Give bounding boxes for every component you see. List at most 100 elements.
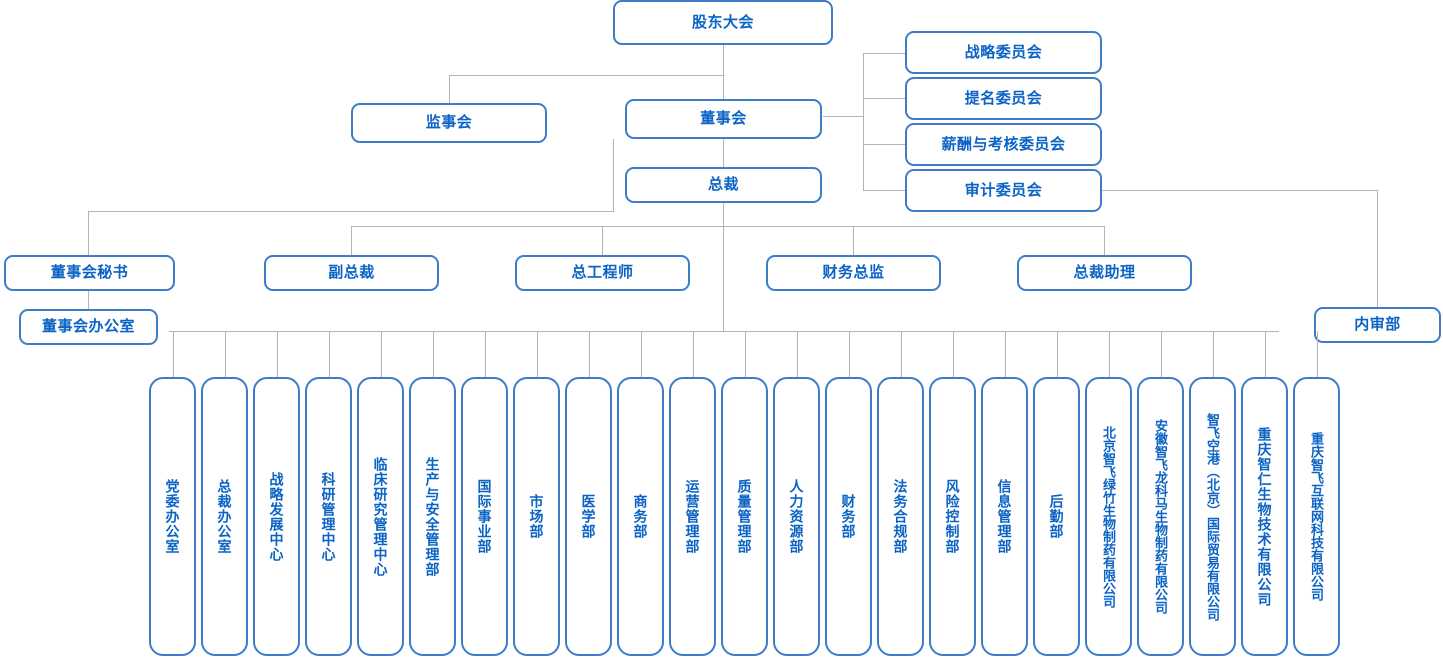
node-label: 薪酬与考核委员会 xyxy=(941,135,1066,153)
node-label: 风险控制部 xyxy=(944,479,961,554)
node-president-assistant[interactable]: 总裁助理 xyxy=(1017,255,1192,291)
node-department[interactable]: 后勤部 xyxy=(1033,377,1080,656)
node-label: 副总裁 xyxy=(328,264,375,282)
connector-shareholders-supervisors-h xyxy=(449,75,724,76)
connector-department-drop xyxy=(900,331,902,377)
node-label: 董事会秘书 xyxy=(50,264,129,282)
node-department[interactable]: 生产与安全管理部 xyxy=(409,377,456,656)
node-label: 运营管理部 xyxy=(684,479,701,554)
node-cfo[interactable]: 财务总监 xyxy=(766,255,941,291)
node-department[interactable]: 市场部 xyxy=(513,377,560,656)
node-label: 重庆智飞互联网科技有限公司 xyxy=(1309,432,1324,601)
node-department[interactable]: 运营管理部 xyxy=(669,377,716,656)
node-department[interactable]: 质量管理部 xyxy=(721,377,768,656)
node-label: 战略委员会 xyxy=(964,43,1043,61)
connector-board-left-drop xyxy=(613,139,614,211)
connector-department-drop xyxy=(536,331,538,377)
node-board-secretary[interactable]: 董事会秘书 xyxy=(4,255,175,291)
node-label: 总工程师 xyxy=(571,264,634,282)
node-committee-remuneration[interactable]: 薪酬与考核委员会 xyxy=(905,123,1102,166)
connector-department-drop xyxy=(380,331,382,377)
connector-board-president xyxy=(723,139,724,167)
node-department[interactable]: 人力资源部 xyxy=(773,377,820,656)
node-department[interactable]: 重庆智飞互联网科技有限公司 xyxy=(1293,377,1340,656)
connector-department-drop xyxy=(432,331,434,377)
node-department[interactable]: 北京智飞绿竹生物制药有限公司 xyxy=(1085,377,1132,656)
node-board-of-supervisors[interactable]: 监事会 xyxy=(351,103,547,143)
connector-committee-4 xyxy=(863,190,905,191)
connector-board-secretary-h xyxy=(88,211,614,212)
connector-department-drop xyxy=(172,331,174,377)
node-label: 信息管理部 xyxy=(996,479,1013,554)
node-label: 总裁 xyxy=(707,176,739,194)
node-label: 后勤部 xyxy=(1048,494,1065,539)
node-department[interactable]: 临床研究管理中心 xyxy=(357,377,404,656)
connector-exec-assistant xyxy=(1104,226,1105,255)
connector-committee-1 xyxy=(863,53,905,54)
node-chief-engineer[interactable]: 总工程师 xyxy=(515,255,690,291)
node-shareholders-meeting[interactable]: 股东大会 xyxy=(613,0,833,45)
connector-department-drop xyxy=(1108,331,1110,377)
node-department[interactable]: 商务部 xyxy=(617,377,664,656)
node-label: 智飞空港（北京）国际贸易有限公司 xyxy=(1205,412,1220,621)
node-department[interactable]: 战略发展中心 xyxy=(253,377,300,656)
connector-department-drop xyxy=(848,331,850,377)
connector-department-drop xyxy=(328,331,330,377)
node-department[interactable]: 党委办公室 xyxy=(149,377,196,656)
connector-exec-vp xyxy=(351,226,352,255)
node-department[interactable]: 法务合规部 xyxy=(877,377,924,656)
connector-committee-3 xyxy=(863,144,905,145)
node-label: 总裁助理 xyxy=(1073,264,1136,282)
node-committee-audit[interactable]: 审计委员会 xyxy=(905,169,1102,212)
node-committee-strategy[interactable]: 战略委员会 xyxy=(905,31,1102,74)
connector-shareholders-board xyxy=(723,45,724,100)
node-department[interactable]: 风险控制部 xyxy=(929,377,976,656)
connector-departments-bus xyxy=(169,331,1279,332)
connector-department-drop xyxy=(744,331,746,377)
node-label: 质量管理部 xyxy=(736,479,753,554)
node-internal-audit[interactable]: 内审部 xyxy=(1314,307,1441,343)
node-department[interactable]: 智飞空港（北京）国际贸易有限公司 xyxy=(1189,377,1236,656)
node-label: 法务合规部 xyxy=(892,479,909,554)
node-label: 医学部 xyxy=(580,494,597,539)
node-label: 提名委员会 xyxy=(964,89,1043,107)
node-label: 总裁办公室 xyxy=(216,479,233,554)
node-department[interactable]: 重庆智仁生物技术有限公司 xyxy=(1241,377,1288,656)
node-label: 市场部 xyxy=(528,494,545,539)
node-label: 重庆智仁生物技术有限公司 xyxy=(1256,426,1273,607)
node-label: 股东大会 xyxy=(691,13,754,31)
node-label: 战略发展中心 xyxy=(268,471,285,562)
node-department[interactable]: 医学部 xyxy=(565,377,612,656)
connector-secretary-office xyxy=(88,291,89,309)
connector-department-drop xyxy=(640,331,642,377)
connector-department-drop xyxy=(1056,331,1058,377)
node-president[interactable]: 总裁 xyxy=(625,167,822,203)
node-department[interactable]: 科研管理中心 xyxy=(305,377,352,656)
node-label: 商务部 xyxy=(632,494,649,539)
node-vice-president[interactable]: 副总裁 xyxy=(264,255,439,291)
node-department[interactable]: 信息管理部 xyxy=(981,377,1028,656)
node-label: 董事会 xyxy=(700,110,747,128)
node-label: 董事会办公室 xyxy=(41,318,135,336)
connector-department-drop xyxy=(1212,331,1214,377)
node-department[interactable]: 国际事业部 xyxy=(461,377,508,656)
node-board-of-directors[interactable]: 董事会 xyxy=(625,99,822,139)
node-board-office[interactable]: 董事会办公室 xyxy=(19,309,158,345)
connector-department-drop xyxy=(1004,331,1006,377)
node-label: 监事会 xyxy=(425,114,473,132)
connector-department-drop xyxy=(796,331,798,377)
connector-department-drop xyxy=(1160,331,1162,377)
connector-board-committees-h xyxy=(823,116,863,117)
node-department[interactable]: 总裁办公室 xyxy=(201,377,248,656)
connector-supervisors-drop xyxy=(449,75,450,103)
connector-department-drop xyxy=(1316,331,1318,377)
connector-department-drop xyxy=(1264,331,1266,377)
connector-department-drop xyxy=(484,331,486,377)
node-department[interactable]: 财务部 xyxy=(825,377,872,656)
node-committee-nomination[interactable]: 提名委员会 xyxy=(905,77,1102,120)
connector-exec-chief-engineer xyxy=(602,226,603,255)
node-department[interactable]: 安徽智飞龙科马生物制药有限公司 xyxy=(1137,377,1184,656)
connector-exec-cfo xyxy=(853,226,854,255)
node-label: 人力资源部 xyxy=(788,479,805,554)
